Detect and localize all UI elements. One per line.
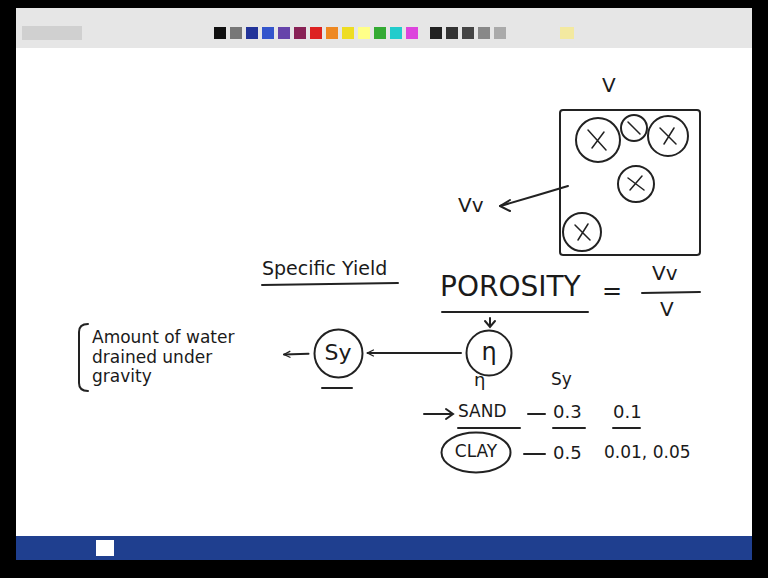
- note-text: Amount of water drained under gravity: [92, 328, 272, 387]
- table-cell: 0.01, 0.05: [604, 443, 691, 462]
- canvas: [16, 48, 752, 536]
- denominator: V: [660, 298, 674, 320]
- toolbar: [16, 8, 752, 48]
- symbol-text: Sy: [325, 340, 352, 365]
- void-volume-label: Vv: [458, 194, 484, 216]
- flow-arrow: [368, 352, 462, 354]
- leader-lines: [262, 186, 700, 454]
- equals-sign: =: [602, 278, 622, 304]
- fraction-bar: [642, 292, 700, 293]
- volume-label: V: [602, 74, 616, 96]
- toolbar-swatches: [22, 26, 574, 40]
- column-header: Sy: [551, 370, 572, 389]
- symbol-text: η: [481, 339, 496, 367]
- status-bar: [16, 536, 752, 560]
- note-bracket: Amount of water drained under gravity: [76, 322, 280, 393]
- term-heading: Specific Yield: [262, 258, 387, 279]
- column-header: η: [474, 370, 485, 390]
- circled-symbol: Sy: [313, 328, 364, 379]
- term-heading: POROSITY: [440, 272, 581, 303]
- numerator: Vv: [652, 262, 678, 284]
- table-cell: 0.1: [613, 402, 642, 422]
- symbol-text: CLAY: [455, 442, 497, 462]
- soil-sample: [560, 110, 700, 255]
- flow-arrow: [284, 353, 309, 356]
- table-cell: 0.3: [553, 402, 582, 422]
- table-cell: 0.5: [553, 443, 582, 463]
- circled-symbol: η: [465, 329, 513, 377]
- material-name: SAND: [458, 402, 507, 421]
- circled-word: CLAY: [440, 431, 512, 474]
